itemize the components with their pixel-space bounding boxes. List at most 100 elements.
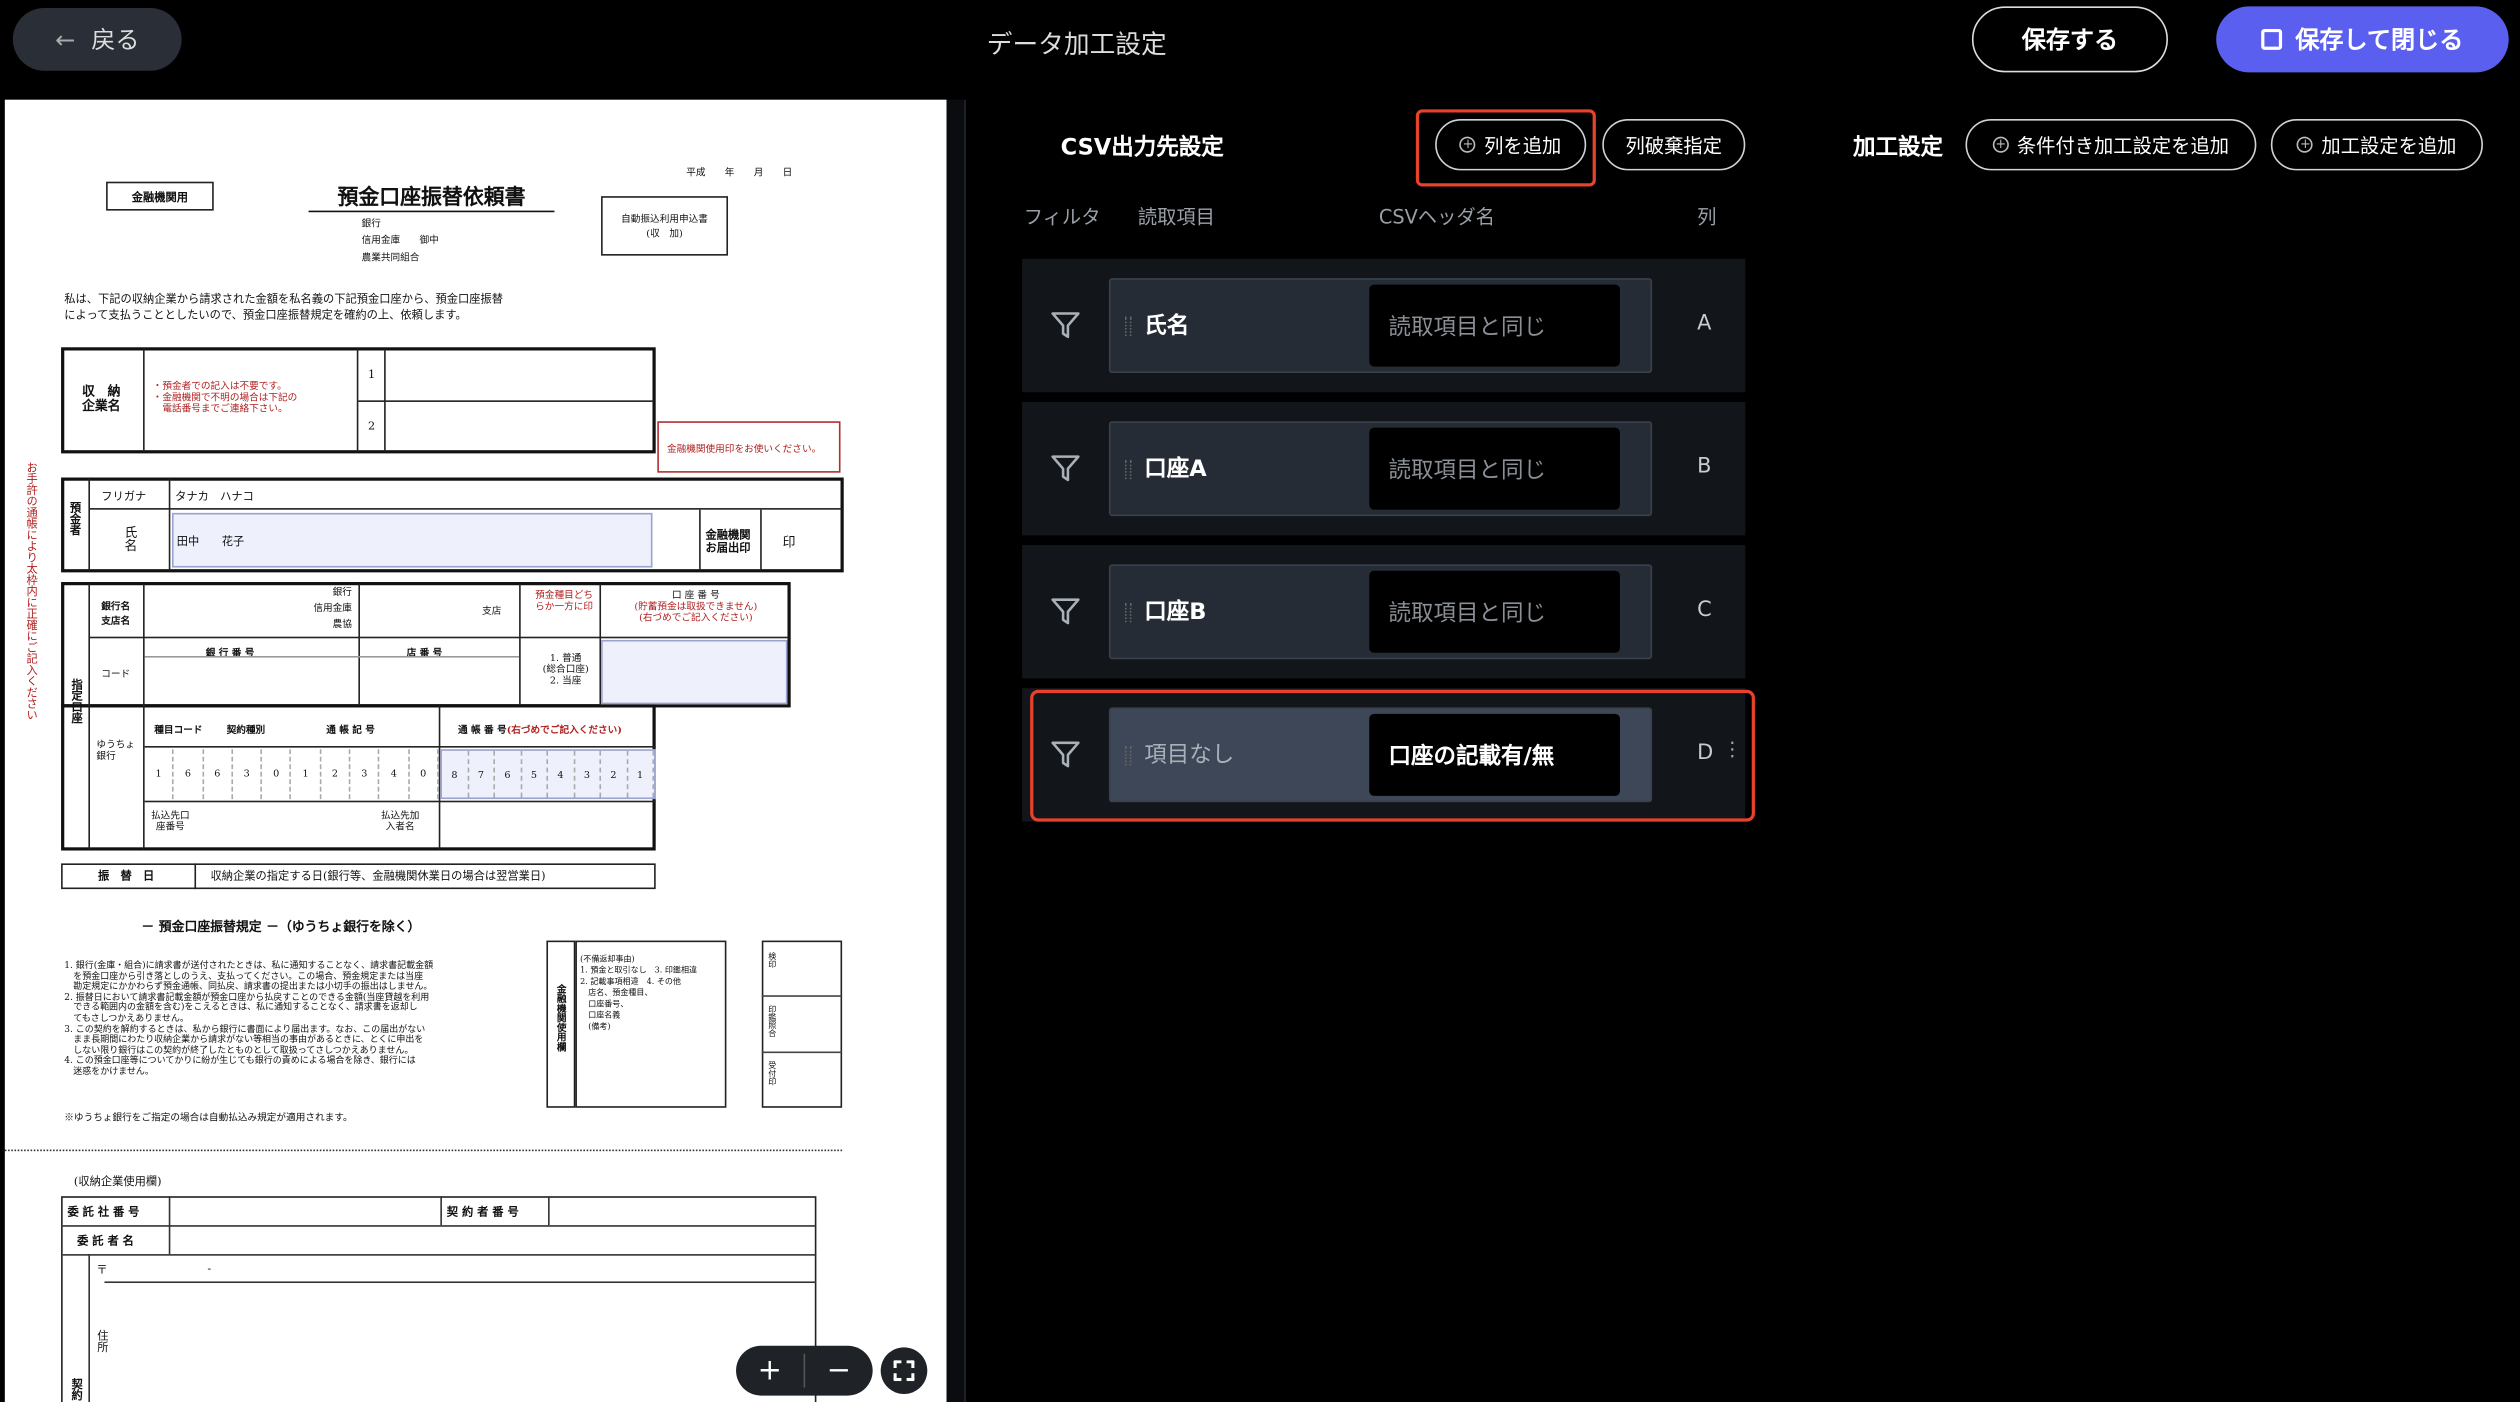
- zoom-in-button[interactable]: +: [736, 1353, 806, 1388]
- postal-dash: -: [207, 1262, 212, 1275]
- column-mapping[interactable]: 氏名 読取項目と同じ: [1108, 278, 1653, 374]
- contractor-label: 契約: [70, 1377, 86, 1401]
- auto-box-line: 自動振込利用申込書: [621, 213, 708, 226]
- csv-header-input[interactable]: 読取項目と同じ: [1369, 427, 1620, 510]
- plus-circle-icon: +: [1992, 136, 2009, 153]
- drag-handle-icon[interactable]: [1124, 459, 1132, 480]
- depositor-table: [61, 477, 844, 573]
- text-line: まま長期間にわたり収納企業から請求がない等相当の事由があるときに、とくに申出を: [64, 1035, 424, 1046]
- return-reasons-box: [575, 940, 727, 1108]
- csv-header-placeholder: 読取項目と同じ: [1388, 458, 1547, 484]
- csv-column-row[interactable]: 口座B 読取項目と同じ C: [1022, 545, 1746, 679]
- rules-title: － 預金口座振替規定 －（ゆうちょ銀行を除く）: [141, 918, 421, 935]
- filter-icon[interactable]: [1051, 596, 1080, 625]
- more-vertical-icon[interactable]: ⋮: [1722, 737, 1743, 761]
- fullscreen-button[interactable]: [880, 1347, 928, 1394]
- csv-column-row[interactable]: 氏名 読取項目と同じ A: [1022, 258, 1746, 393]
- bank-line: 銀行: [361, 218, 381, 230]
- bank-type: 銀行: [332, 586, 352, 599]
- save-close-button[interactable]: 保存して閉じる: [2216, 6, 2509, 73]
- digit-cell: 2: [601, 750, 628, 798]
- stamp-label: 印鑑照合: [766, 1004, 777, 1038]
- document-preview[interactable]: 平成 年 月 日 金融機関用 預金口座振替依頼書 銀行 信用金庫 御中 農業共同…: [4, 99, 947, 1402]
- text-line: 1. 銀行(金庫・組合)に請求書が送付されたときは、私に通知することなく、請求書…: [64, 961, 434, 972]
- branch-no-label: 店 番 号: [406, 647, 443, 660]
- back-label: 戻る: [91, 25, 140, 55]
- back-button[interactable]: ← 戻る: [12, 8, 182, 71]
- contract-type-label: 契約種別: [226, 725, 266, 737]
- add-column-button[interactable]: +列を追加: [1435, 118, 1587, 171]
- seal-label: 印: [782, 535, 796, 550]
- header-csv-name: CSVヘッダ名: [1378, 205, 1495, 229]
- header-column: 列: [1697, 205, 1717, 229]
- drag-handle-icon[interactable]: [1124, 746, 1132, 766]
- contractor-no-label: 契 約 者 番 号: [446, 1204, 519, 1219]
- add-conditional-button[interactable]: + 条件付き加工設定を追加: [1965, 118, 2257, 171]
- date-line: 平成 年 月 日: [686, 167, 793, 179]
- csv-header-input[interactable]: 口座の記載有/無: [1369, 713, 1620, 796]
- passbook-symbol-label: 通 帳 記 号: [326, 725, 375, 737]
- text-line: 口座名義: [580, 1011, 621, 1021]
- csv-header-placeholder: 読取項目と同じ: [1388, 601, 1547, 628]
- digit-cell: 1: [628, 750, 655, 798]
- csv-header-input[interactable]: 読取項目と同じ: [1369, 284, 1620, 367]
- add-processing-label: 加工設定を追加: [2321, 134, 2457, 157]
- drag-handle-icon[interactable]: [1124, 602, 1132, 623]
- deposit-types: 1. 普通 (総合口座) 2. 当座: [535, 653, 596, 687]
- text-line: できる範囲内の金額を含む)をこえるときは、私に通知することなく、請求書を返却し: [64, 1003, 418, 1014]
- filter-icon[interactable]: [1051, 740, 1080, 769]
- note-line: ・預金者での記入は不要です。: [152, 381, 287, 393]
- yucho-label: ゆうちょ銀行: [96, 739, 136, 763]
- deposit-type: 1. 普通: [549, 652, 582, 665]
- save-button[interactable]: 保存する: [1971, 6, 2168, 73]
- filter-icon[interactable]: [1051, 453, 1080, 482]
- digit-cell: 3: [233, 749, 263, 800]
- csv-header-value: 口座の記載有/無: [1388, 744, 1555, 771]
- digit-cell: 1: [145, 749, 175, 800]
- account-number-field: [601, 639, 788, 705]
- branch-label: 支店: [482, 606, 502, 618]
- transfer-day-value: 収納企業の指定する日(銀行等、金融機関休業日の場合は翌営業日): [210, 869, 546, 883]
- digit-cell: 3: [575, 750, 602, 798]
- csv-output-title: CSV出力先設定: [1060, 135, 1224, 161]
- filter-icon[interactable]: [1051, 310, 1080, 339]
- csv-header-input[interactable]: 読取項目と同じ: [1369, 570, 1620, 653]
- add-processing-button[interactable]: +加工設定を追加: [2270, 118, 2483, 171]
- postal-mark: 〒: [96, 1263, 108, 1277]
- yucho-note: ※ゆうちょ銀行をご指定の場合は自動払込み規定が適用されます。: [64, 1112, 353, 1124]
- csv-column-row[interactable]: 項目なし 口座の記載有/無 D ⋮: [1022, 688, 1746, 822]
- digit-cell: 2: [321, 749, 351, 800]
- transfer-account-label: 払込先口座番号: [151, 810, 190, 833]
- digit-cell: 6: [174, 749, 204, 800]
- column-mapping[interactable]: 項目なし 口座の記載有/無: [1108, 707, 1653, 803]
- add-conditional-label: 条件付き加工設定を追加: [2016, 134, 2230, 157]
- account-no-note: (貯蓄預金は取扱できません): [634, 601, 758, 613]
- code-label: コード: [101, 668, 131, 681]
- passbook-no-label: 通 帳 番 号: [458, 725, 507, 737]
- add-column-label: 列を追加: [1484, 134, 1562, 157]
- column-mapping[interactable]: 口座B 読取項目と同じ: [1108, 564, 1653, 660]
- discard-column-button[interactable]: 列破棄指定: [1602, 118, 1746, 171]
- text-line: 勘定規定にかかわらず預金通帳、同払戻、請求書の提出または小切手の振出はしません。: [64, 982, 433, 993]
- text-line: 4. この預金口座等についてかりに紛が生じても銀行の責めによる場合を除き、銀行に…: [64, 1056, 416, 1067]
- zoom-out-button[interactable]: −: [826, 1353, 852, 1388]
- line-number: 1: [368, 368, 376, 382]
- digit-cell: 0: [409, 749, 439, 800]
- csv-column-row[interactable]: 口座A 読取項目と同じ B: [1022, 401, 1746, 536]
- digit-cell: 6: [495, 750, 522, 798]
- account-no-note: (右づめでご記入ください): [639, 612, 753, 624]
- depositor-label: 預金者: [69, 501, 84, 536]
- intro-line: 私は、下記の収納企業から請求された金額を私名義の下記預金口座から、預金口座振替: [64, 292, 504, 306]
- stamp-label: 受付印: [766, 1061, 777, 1086]
- text-line: 2. 振替日において請求書記載金額が預金口座から払戻すことのできる金額(当座貸越…: [64, 993, 430, 1003]
- digit-cell: 1: [292, 749, 322, 800]
- rules-text: 1. 銀行(金庫・組合)に請求書が送付されたときは、私に通知することなく、請求書…: [64, 961, 433, 1078]
- column-mapping[interactable]: 口座A 読取項目と同じ: [1108, 421, 1653, 517]
- address-label: 住所: [96, 1329, 110, 1353]
- arrow-left-icon: ←: [54, 24, 76, 54]
- drag-handle-icon[interactable]: [1124, 316, 1132, 337]
- bank-line: 信用金庫 御中: [361, 234, 439, 246]
- consignor-no-label: 委 託 社 番 号: [67, 1204, 140, 1219]
- splitter[interactable]: [946, 99, 966, 1402]
